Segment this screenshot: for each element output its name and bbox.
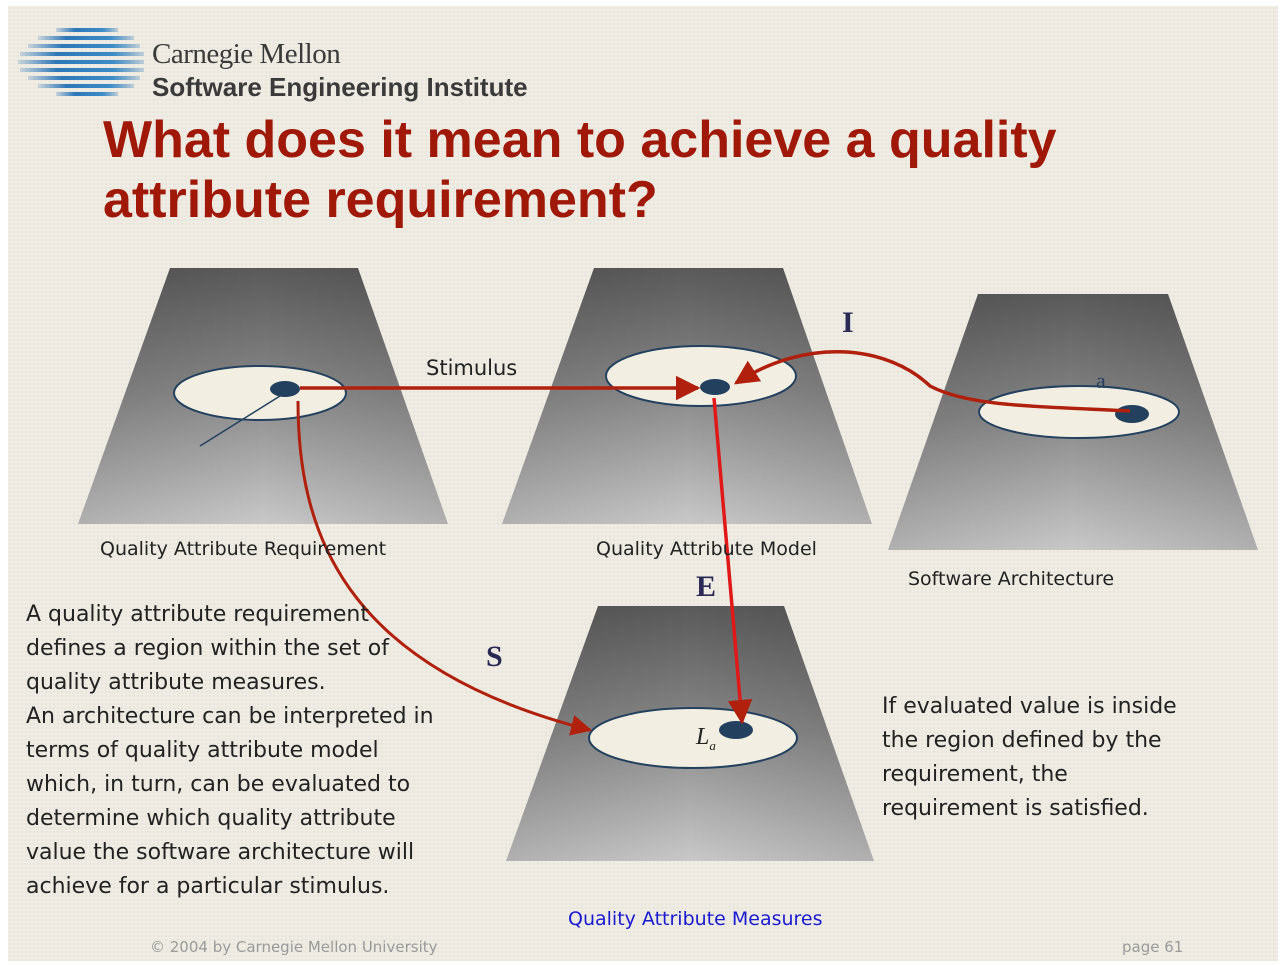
text-line: An architecture can be interpreted in [26, 704, 434, 729]
requirement-region [173, 365, 347, 421]
explanation-left: A quality attribute requirement defines … [26, 598, 434, 904]
org-unit: Software Engineering Institute [152, 72, 528, 102]
text-line: requirement is satisfied. [882, 796, 1149, 821]
measures-region [588, 707, 798, 769]
label-requirement: Quality Attribute Requirement [100, 538, 387, 560]
copyright: © 2004 by Carnegie Mellon University [150, 938, 438, 956]
text-line: quality attribute measures. [26, 670, 326, 695]
text-line: A quality attribute requirement [26, 602, 369, 627]
point-la-label: La [696, 724, 716, 753]
evaluation-arrow [712, 397, 753, 725]
requirement-point [270, 381, 300, 397]
point-a-label: a [1096, 368, 1106, 393]
text-line: defines a region within the set of [26, 636, 389, 661]
explanation-right: If evaluated value is inside the region … [882, 690, 1177, 826]
quality-diagram [78, 268, 1258, 861]
text-line: terms of quality attribute model [26, 738, 379, 763]
letter-e: E [696, 570, 717, 603]
interpretation-arrow [733, 349, 1131, 413]
label-model: Quality Attribute Model [596, 538, 817, 560]
text-line: If evaluated value is inside [882, 694, 1177, 719]
page-number: page 61 [1122, 938, 1184, 956]
label-measures: Quality Attribute Measures [568, 908, 823, 930]
model-point [700, 379, 730, 395]
text-line: requirement, the [882, 762, 1068, 787]
slide: Carnegie Mellon Software Engineering Ins… [8, 6, 1278, 961]
model-region [605, 345, 797, 407]
architecture-point [1115, 405, 1149, 423]
sei-logo-icon [18, 28, 144, 96]
letter-s: S [486, 640, 503, 673]
text-line: the region defined by the [882, 728, 1162, 753]
text-line: determine which quality attribute [26, 806, 396, 831]
plane-architecture [888, 294, 1258, 550]
satisfaction-arrow [296, 400, 593, 736]
measures-point [719, 721, 753, 739]
stimulus-label: Stimulus [426, 356, 518, 380]
plane-requirement [78, 268, 448, 524]
letter-i: I [842, 306, 854, 339]
label-architecture: Software Architecture [908, 568, 1115, 590]
architecture-region [978, 385, 1180, 439]
plane-model [502, 268, 872, 524]
text-line: value the software architecture will [26, 840, 415, 865]
plane-measures [506, 606, 874, 861]
org-name: Carnegie Mellon [152, 38, 341, 70]
text-line: which, in turn, can be evaluated to [26, 772, 411, 797]
requirement-pointer-line [199, 395, 281, 447]
slide-title: What does it mean to achieve a quality a… [103, 111, 1057, 229]
text-line: achieve for a particular stimulus. [26, 874, 390, 899]
